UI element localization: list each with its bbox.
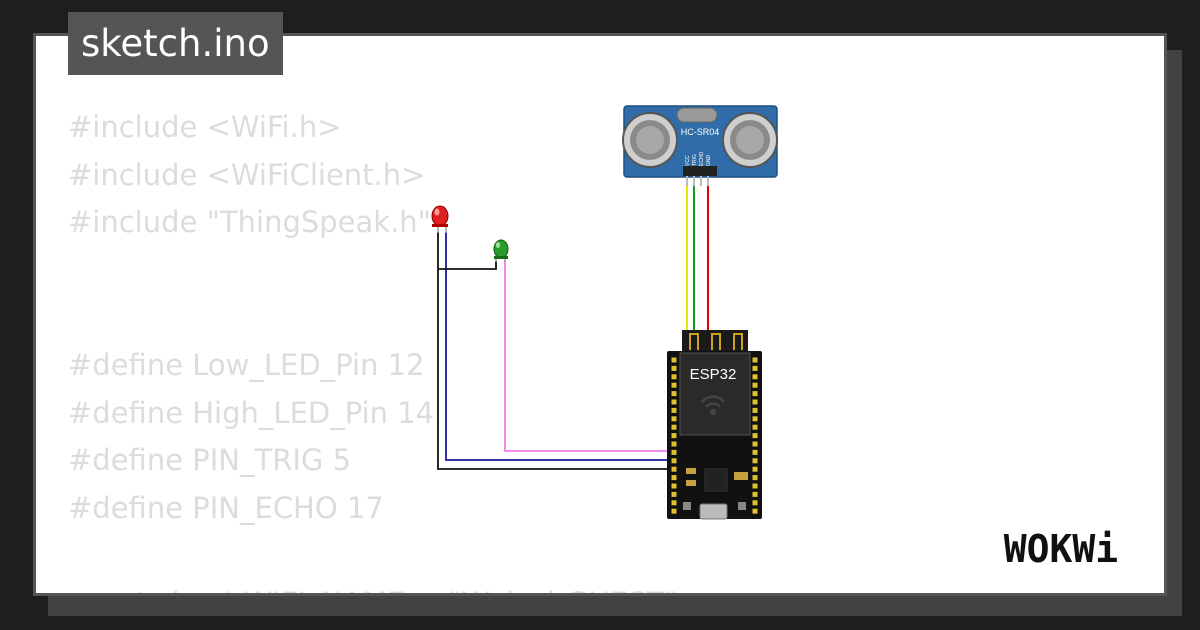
wire-led-ground bbox=[437, 232, 671, 470]
wokwi-logo: WOKWi bbox=[1004, 527, 1118, 571]
esp32-pin bbox=[752, 391, 758, 397]
esp32-pin bbox=[671, 391, 677, 397]
esp32-pin bbox=[752, 483, 758, 489]
wire-vcc bbox=[686, 186, 690, 352]
green-led[interactable] bbox=[493, 239, 509, 262]
esp32-pin bbox=[671, 357, 677, 363]
esp32-pin bbox=[752, 475, 758, 481]
ultrasonic-sensor[interactable]: HC-SR04 VCC TRIG ECHO GND bbox=[622, 105, 778, 186]
sketch-filename-tab: sketch.ino bbox=[68, 12, 283, 75]
code-line: #define High_LED_Pin 14 bbox=[68, 395, 435, 430]
esp32-label: ESP32 bbox=[690, 366, 737, 383]
sensor-crystal bbox=[676, 107, 718, 123]
reset-button[interactable] bbox=[738, 502, 746, 510]
esp32-pin bbox=[752, 491, 758, 497]
esp32-pin bbox=[671, 475, 677, 481]
led-wires bbox=[437, 232, 671, 470]
esp32-smd bbox=[686, 468, 696, 474]
esp32-pin bbox=[671, 399, 677, 405]
esp32-pin bbox=[752, 433, 758, 439]
usb-port-icon bbox=[699, 503, 728, 520]
esp32-pin bbox=[752, 407, 758, 413]
code-line: #define PIN_ECHO 17 bbox=[68, 490, 384, 525]
wire-gnd bbox=[700, 186, 757, 351]
esp32-pin bbox=[752, 424, 758, 430]
esp32-pin bbox=[671, 424, 677, 430]
esp32-smd bbox=[686, 480, 696, 486]
sensor-transducer-left bbox=[622, 112, 678, 168]
esp32-pin bbox=[671, 449, 677, 455]
sensor-pin-label: VCC bbox=[685, 155, 691, 166]
wifi-icon bbox=[701, 395, 725, 416]
esp32-pin bbox=[752, 382, 758, 388]
esp32-antenna-trace bbox=[689, 333, 743, 350]
esp32-smd bbox=[734, 472, 748, 480]
code-line: #include "ThingSpeak.h" bbox=[68, 205, 432, 240]
esp32-pin bbox=[752, 399, 758, 405]
sensor-pin-label: TRIG bbox=[692, 154, 698, 166]
code-line: #define PIN_TRIG 5 bbox=[68, 443, 352, 478]
code-preview: #include <WiFi.h> #include <WiFiClient.h>… bbox=[68, 104, 687, 593]
esp32-board[interactable]: ESP32 bbox=[667, 330, 762, 520]
esp32-pin bbox=[752, 374, 758, 380]
esp32-pin bbox=[671, 500, 677, 506]
esp32-pin bbox=[671, 491, 677, 497]
esp32-pin bbox=[752, 416, 758, 422]
esp32-pin bbox=[671, 433, 677, 439]
esp32-pin bbox=[671, 508, 677, 514]
esp32-pin bbox=[752, 357, 758, 363]
sensor-transducer-right bbox=[722, 112, 778, 168]
esp32-pin bbox=[752, 508, 758, 514]
boot-button[interactable] bbox=[683, 502, 691, 510]
wire-green-led bbox=[504, 261, 671, 452]
wokwi-logo-text: WOKWi bbox=[1004, 527, 1118, 571]
code-line: #include <WiFiClient.h> bbox=[68, 157, 426, 192]
esp32-pin bbox=[671, 441, 677, 447]
esp32-pin bbox=[752, 466, 758, 472]
esp32-pin-headers bbox=[671, 357, 758, 514]
esp32-pin bbox=[671, 483, 677, 489]
esp32-chip bbox=[704, 468, 728, 492]
sensor-pin-label: GND bbox=[706, 155, 712, 167]
esp32-pin bbox=[671, 416, 677, 422]
wire-green-led-gnd bbox=[438, 261, 497, 270]
code-line: #include <WiFi.h> bbox=[68, 110, 342, 144]
sensor-pins bbox=[686, 176, 709, 186]
esp32-pin bbox=[752, 500, 758, 506]
esp32-pin bbox=[752, 458, 758, 464]
code-line: #define Low_LED_Pin 12 bbox=[68, 347, 425, 382]
preview-card: #include <WiFi.h> #include <WiFiClient.h>… bbox=[33, 33, 1167, 596]
esp32-pin bbox=[671, 407, 677, 413]
sensor-pin-label: ECHO bbox=[699, 151, 705, 166]
esp32-pin bbox=[752, 449, 758, 455]
esp32-pin bbox=[671, 374, 677, 380]
red-led[interactable] bbox=[431, 205, 449, 233]
sensor-pin-header bbox=[683, 166, 717, 176]
circuit-diagram: HC-SR04 VCC TRIG ECHO GND bbox=[431, 105, 778, 520]
sensor-label: HC-SR04 bbox=[681, 127, 720, 137]
esp32-pin bbox=[671, 382, 677, 388]
esp32-pin bbox=[671, 365, 677, 371]
esp32-pin bbox=[671, 466, 677, 472]
wire-red-led bbox=[445, 232, 671, 461]
esp32-pin bbox=[752, 365, 758, 371]
code-line: const char* WIFI_NAME = "Wokwi-GUEST"; bbox=[68, 580, 687, 593]
esp32-pin bbox=[752, 441, 758, 447]
esp32-pin bbox=[671, 458, 677, 464]
esp32-module bbox=[679, 352, 751, 436]
